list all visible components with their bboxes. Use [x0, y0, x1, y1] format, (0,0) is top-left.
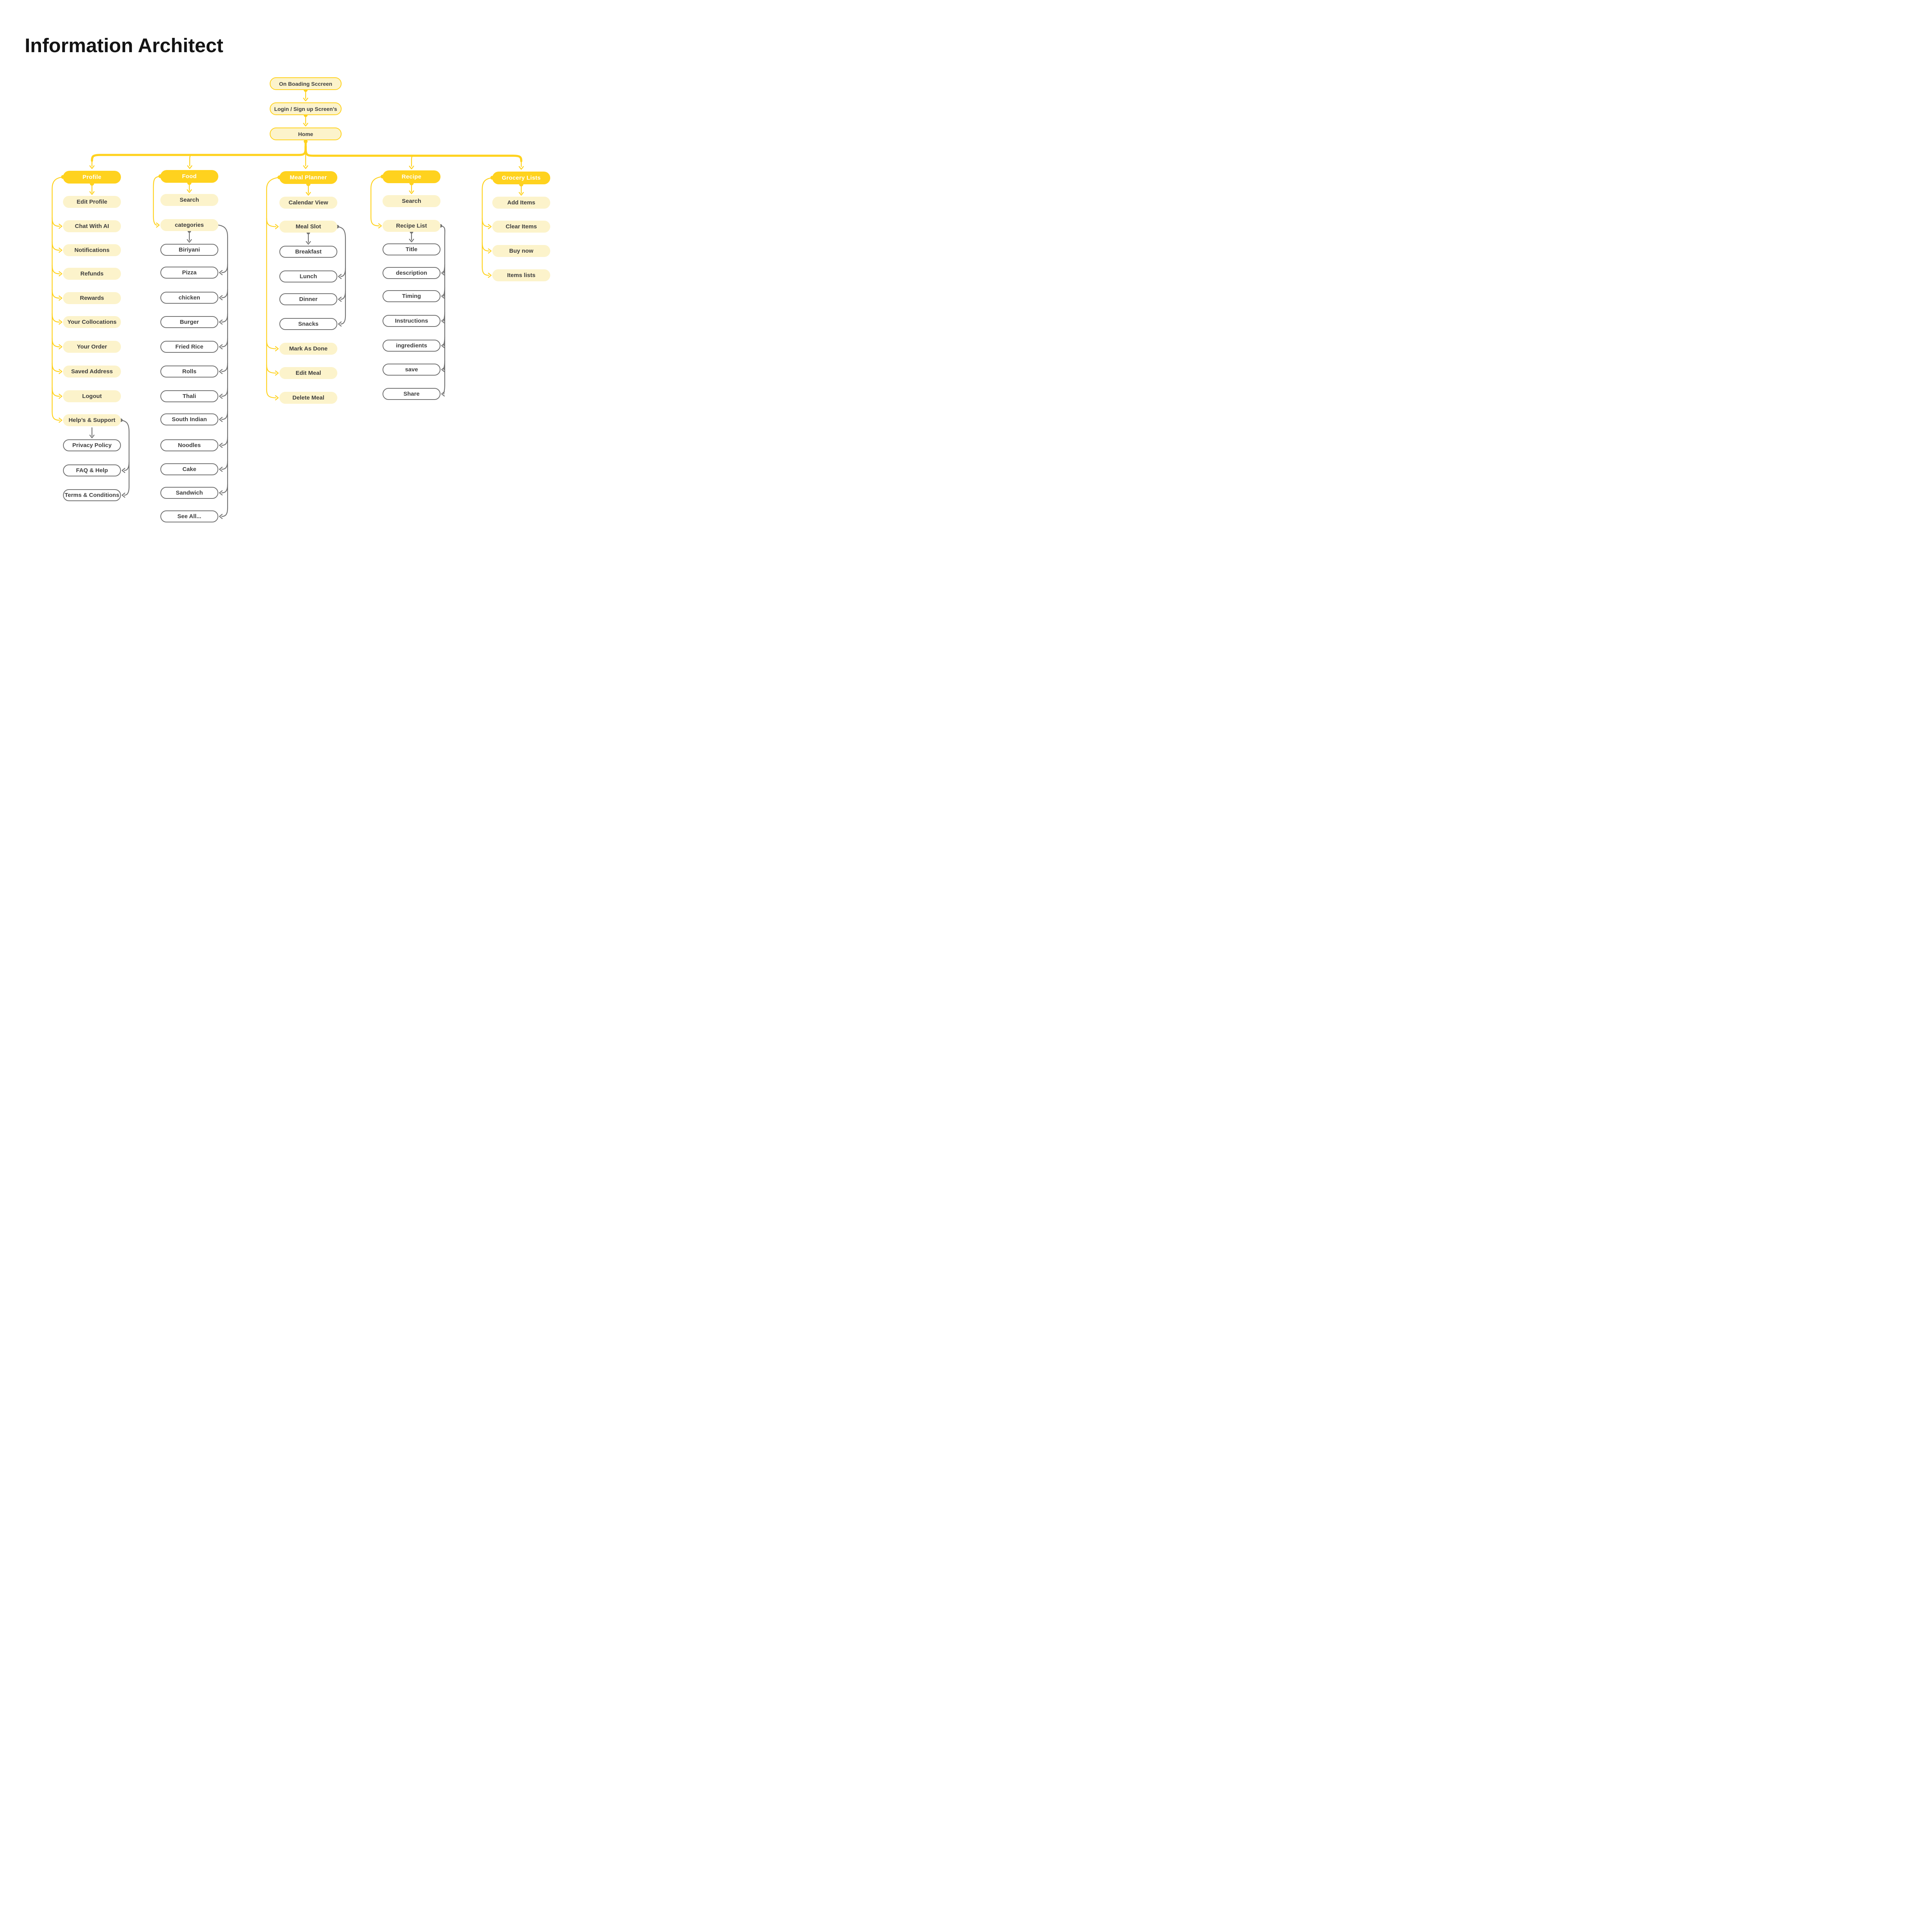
node-buy-now: Buy now	[492, 245, 550, 257]
page-title: Information Architect	[25, 34, 223, 56]
node-fried-rice: Fried Rice	[160, 341, 218, 353]
node-biriyani: Biriyani	[160, 244, 218, 256]
node-edit-profile: Edit Profile	[63, 196, 121, 208]
node-snacks: Snacks	[279, 318, 337, 330]
node-delete-meal: Delete Meal	[279, 392, 337, 404]
connector-layer	[51, 88, 524, 519]
node-add-items: Add Items	[492, 197, 550, 209]
node-your-collocations: Your Collocations	[63, 316, 121, 328]
node-privacy-policy: Privacy Policy	[63, 439, 121, 451]
node-instructions: Instructions	[383, 315, 440, 327]
node-your-order: Your Order	[63, 341, 121, 353]
node-mark-as-done: Mark As Done	[279, 343, 337, 355]
node-recipe-list: Recipe List	[383, 220, 440, 232]
node-clear-items: Clear Items	[492, 221, 550, 233]
node-dinner: Dinner	[279, 293, 337, 305]
node-breakfast: Breakfast	[279, 246, 337, 258]
node-help-s-support: Help’s & Support	[63, 414, 121, 426]
node-share: Share	[383, 388, 440, 400]
node-rewards: Rewards	[63, 292, 121, 304]
node-logout: Logout	[63, 390, 121, 402]
node-description: description	[383, 267, 440, 279]
node-profile: Profile	[63, 171, 121, 184]
node-lunch: Lunch	[279, 270, 337, 282]
node-rolls: Rolls	[160, 366, 218, 378]
node-title: Title	[383, 243, 440, 255]
node-noodles: Noodles	[160, 439, 218, 451]
node-refunds: Refunds	[63, 268, 121, 280]
node-saved-address: Saved Address	[63, 366, 121, 378]
node-calendar-view: Calendar View	[279, 197, 337, 209]
node-pizza: Pizza	[160, 267, 218, 279]
node-search: Search	[160, 194, 218, 206]
node-ingredients: ingredients	[383, 340, 440, 352]
node-food: Food	[160, 170, 218, 183]
node-edit-meal: Edit Meal	[279, 367, 337, 379]
node-items-lists: Items lists	[492, 269, 550, 281]
node-burger: Burger	[160, 316, 218, 328]
node-grocery-lists: Grocery Lists	[492, 172, 550, 184]
node-chicken: chicken	[160, 292, 218, 304]
node-save: save	[383, 364, 440, 376]
node-faq-help: FAQ & Help	[63, 464, 121, 476]
node-on-boading-sccreen: On Boading Sccreen	[270, 77, 342, 90]
node-cake: Cake	[160, 463, 218, 475]
node-terms-conditions: Terms & Conditions	[63, 489, 121, 501]
node-sandwich: Sandwich	[160, 487, 218, 499]
node-south-indian: South Indian	[160, 413, 218, 425]
node-timing: Timing	[383, 290, 440, 302]
node-see-all: See All...	[160, 510, 218, 522]
node-thali: Thali	[160, 390, 218, 402]
node-meal-planner: Meal Planner	[279, 171, 337, 184]
node-notifications: Notifications	[63, 244, 121, 256]
node-categories: categories	[160, 219, 218, 231]
node-login-sign-up-screen-s: Login / Sign up Screen’s	[270, 102, 342, 115]
node-recipe: Recipe	[383, 170, 440, 183]
node-home: Home	[270, 128, 342, 140]
node-chat-with-ai: Chat With AI	[63, 220, 121, 232]
diagram-canvas: Information Architect On Boading Sccreen…	[0, 0, 594, 555]
node-meal-slot: Meal Slot	[279, 221, 337, 233]
node-search: Search	[383, 195, 440, 207]
